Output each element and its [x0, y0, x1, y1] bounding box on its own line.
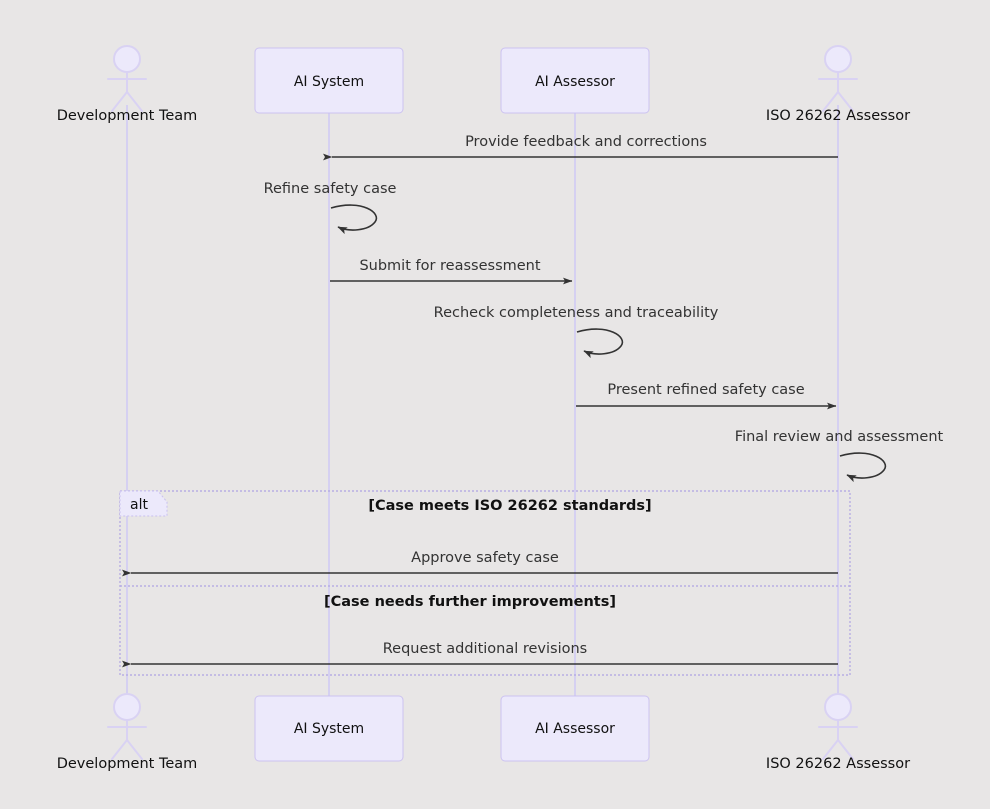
participant-label-ai-assessor: AI Assessor — [535, 74, 615, 90]
participant-footer-ai-assessor[interactable]: AI Assessor — [500, 695, 650, 762]
message-label: Submit for reassessment — [359, 258, 540, 274]
alt-frame-border — [119, 490, 851, 676]
participant-header-dev-team[interactable]: Development Team — [57, 45, 198, 124]
participant-box-ai-assessor[interactable] — [500, 695, 650, 762]
actor-body-icon — [818, 71, 858, 112]
message-3: Recheck completeness and traceability — [434, 305, 719, 359]
participant-box-ai-assessor[interactable] — [500, 47, 650, 114]
message-4: Present refined safety case — [576, 382, 837, 410]
actor-head-icon — [824, 45, 852, 73]
participant-box-ai-system[interactable] — [254, 47, 404, 114]
self-loop-arrow — [576, 328, 624, 359]
actor-body-icon — [107, 71, 147, 112]
participant-header-iso-assessor[interactable]: ISO 26262 Assessor — [766, 45, 910, 124]
message-6: Approve safety case — [122, 550, 838, 577]
participant-label-dev-team: Development Team — [57, 756, 198, 772]
message-label: Approve safety case — [411, 550, 559, 566]
participant-header-ai-assessor[interactable]: AI Assessor — [500, 47, 650, 114]
participant-footer-ai-system[interactable]: AI System — [254, 695, 404, 762]
alt-tag-box — [119, 490, 168, 517]
actor-head-icon — [113, 45, 141, 73]
actor-head-icon — [824, 693, 852, 721]
message-label: Recheck completeness and traceability — [434, 305, 719, 321]
message-1: Refine safety case — [264, 181, 397, 235]
alt-condition-1: [Case meets ISO 26262 standards] — [368, 498, 651, 514]
self-loop-arrow — [330, 204, 378, 235]
alt-tag-label: alt — [130, 497, 148, 513]
participant-footer-dev-team[interactable]: Development Team — [57, 693, 198, 772]
self-loop-arrow — [839, 452, 887, 483]
alt-fragment: alt [Case meets ISO 26262 standards] [Ca… — [119, 490, 851, 676]
actor-body-icon — [107, 719, 147, 760]
message-label: Present refined safety case — [607, 382, 804, 398]
message-label: Provide feedback and corrections — [465, 134, 707, 150]
message-7: Request additional revisions — [122, 641, 838, 668]
message-5: Final review and assessment — [735, 429, 944, 483]
message-label: Final review and assessment — [735, 429, 944, 445]
participant-box-ai-system[interactable] — [254, 695, 404, 762]
participant-label-iso-assessor: ISO 26262 Assessor — [766, 756, 910, 772]
participant-label-iso-assessor: ISO 26262 Assessor — [766, 108, 910, 124]
message-label: Request additional revisions — [383, 641, 588, 657]
participant-footer-iso-assessor[interactable]: ISO 26262 Assessor — [766, 693, 910, 772]
message-label: Refine safety case — [264, 181, 397, 197]
actor-body-icon — [818, 719, 858, 760]
participant-header-ai-system[interactable]: AI System — [254, 47, 404, 114]
actor-head-icon — [113, 693, 141, 721]
message-0: Provide feedback and corrections — [323, 134, 838, 161]
participant-label-ai-assessor: AI Assessor — [535, 721, 615, 737]
participant-label-dev-team: Development Team — [57, 108, 198, 124]
participant-label-ai-system: AI System — [294, 74, 364, 90]
message-2: Submit for reassessment — [330, 258, 573, 285]
participant-label-ai-system: AI System — [294, 721, 364, 737]
lifelines-group — [126, 105, 839, 705]
alt-condition-2: [Case needs further improvements] — [324, 594, 616, 610]
